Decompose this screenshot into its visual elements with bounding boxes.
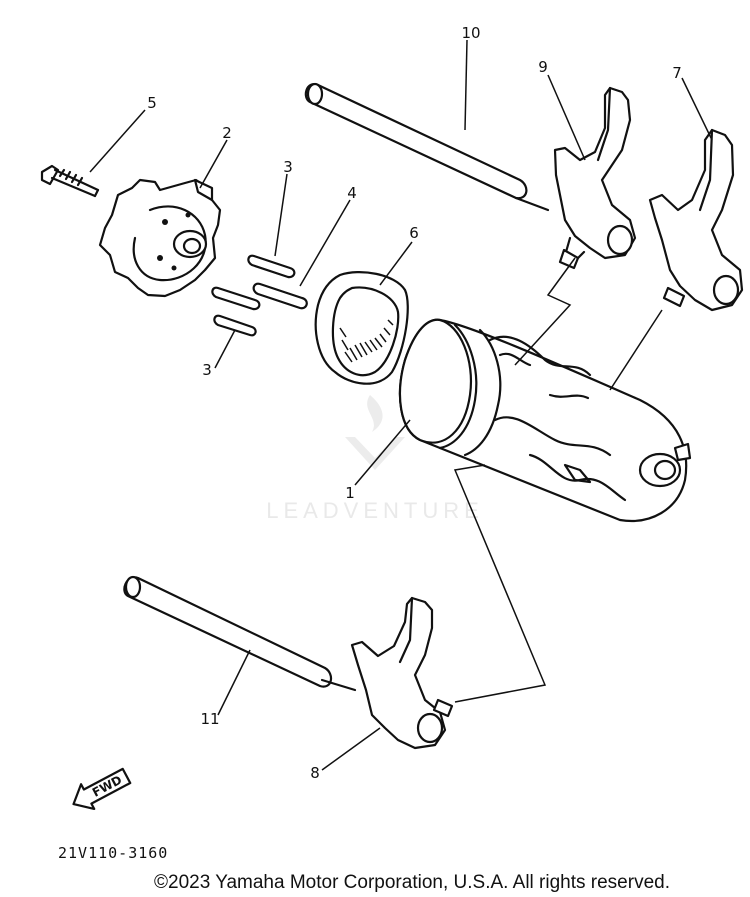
part-6-bearing: [314, 271, 409, 385]
part-2-segment: [98, 178, 222, 298]
callout-3-upper: 3: [283, 158, 293, 176]
watermark: LEADVENTURE: [266, 395, 484, 523]
part-4-pin: [252, 282, 308, 310]
watermark-text: LEADVENTURE: [266, 498, 484, 523]
callout-2: 2: [222, 124, 232, 142]
callout-7: 7: [672, 64, 682, 82]
figure-part-number: 21V110-3160: [58, 844, 168, 862]
part-8-shift-fork: [350, 596, 454, 750]
callout-3-lower: 3: [202, 361, 212, 379]
callout-5: 5: [147, 94, 157, 112]
callout-6: 6: [409, 224, 419, 242]
callout-11: 11: [200, 710, 219, 728]
callout-1: 1: [345, 484, 355, 502]
callout-labels: 5 2 3 4 6 10 9 7 3 1 11 8: [147, 24, 682, 782]
callout-10: 10: [461, 24, 480, 42]
fwd-arrow: FWD: [72, 767, 132, 811]
copyright-notice: ©2023 Yamaha Motor Corporation, U.S.A. A…: [154, 872, 670, 893]
leader-lines: [453, 257, 663, 703]
callout-9: 9: [538, 58, 548, 76]
part-11-shaft: [123, 575, 357, 692]
part-7-shift-fork: [648, 128, 744, 312]
part-1-shift-drum: [398, 318, 692, 523]
callout-4: 4: [347, 184, 357, 202]
part-10-shaft: [304, 82, 550, 212]
part-3-pins: [211, 254, 296, 337]
part-5-bolt: [40, 164, 100, 198]
callout-8: 8: [310, 764, 320, 782]
callout-leaders: [89, 39, 713, 771]
part-9-shift-fork: [553, 86, 637, 270]
